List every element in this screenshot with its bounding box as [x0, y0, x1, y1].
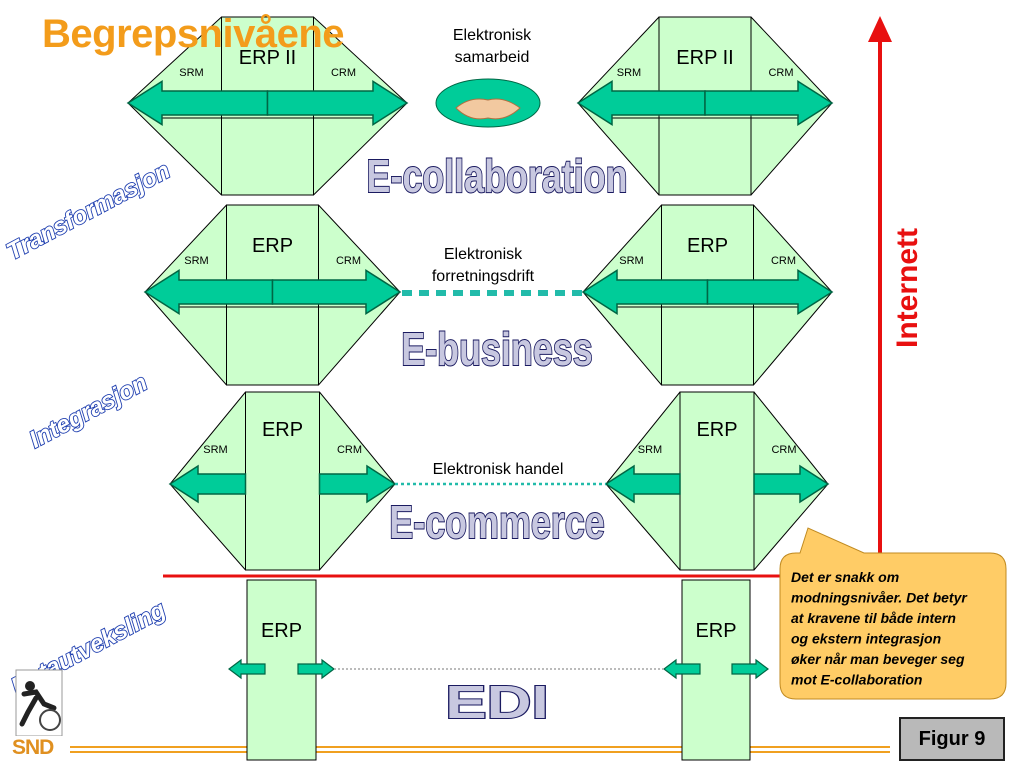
collaboration-link-label-1: samarbeid: [455, 49, 530, 66]
commerce-link-label-0: Elektronisk handel: [433, 461, 564, 478]
business-core-label: ERP: [252, 235, 293, 257]
edi-arrow-right: [297, 658, 335, 680]
edi-core-label: ERP: [261, 620, 302, 642]
callout: Det er snakk om modningsnivåer. Det betyr…: [779, 527, 1007, 700]
callout-line-0: Det er snakk om: [791, 569, 899, 585]
collaboration-arrow-right: [704, 80, 834, 126]
collaboration-left-module-label: SRM: [179, 67, 203, 79]
callout-line-4: øker når man beveger seg: [791, 651, 965, 667]
edi-core-label: ERP: [695, 620, 736, 642]
collaboration-arrow-right: [266, 80, 409, 126]
business-link: Elektronisk forretningsdrift: [402, 246, 582, 296]
commerce-core-box: [679, 391, 755, 571]
collaboration-link: Elektronisk samarbeid: [435, 27, 541, 128]
business-link-label-0: Elektronisk: [444, 246, 523, 263]
business-side-label-text: Transformasjon: [2, 157, 174, 266]
business-left-module-label: SRM: [619, 255, 643, 267]
collaboration-block-left: ERP II SRM CRM: [126, 16, 409, 196]
commerce-core-label: ERP: [262, 419, 303, 441]
collaboration-right-module-label: CRM: [768, 67, 793, 79]
business-right-module-label: CRM: [771, 255, 796, 267]
collaboration-core-label: ERP II: [676, 47, 733, 69]
internet-axis-label: Internett: [891, 228, 924, 348]
business-arrow-right: [271, 269, 402, 315]
callout-bubble: [779, 527, 1007, 700]
commerce-big-label: E-commerce: [388, 496, 605, 549]
callout-line-1: modningsnivåer. Det betyr: [791, 590, 968, 606]
commerce-block-left: ERP SRM CRM: [168, 391, 397, 571]
commerce-side-label-text: Integrasjon: [25, 369, 152, 454]
commerce-arrow-right: [753, 464, 830, 504]
collaboration-big-label-text: E-collaboration: [366, 151, 627, 202]
commerce-core-label: ERP: [696, 419, 737, 441]
collaboration-link-label-0: Elektronisk: [453, 27, 532, 44]
collaboration-core-label: ERP II: [239, 47, 296, 69]
logo-text: SND: [12, 736, 54, 759]
edi-arrow-left: [663, 658, 701, 680]
commerce-right-module-label: CRM: [337, 444, 362, 456]
handshake-icon: [455, 98, 521, 120]
business-arrow-left: [143, 269, 274, 315]
commerce-arrow-right: [318, 464, 397, 504]
commerce-left-module-label: SRM: [638, 444, 662, 456]
collaboration-big-label: E-collaboration: [366, 150, 629, 203]
snd-logo-icon: [15, 669, 63, 736]
commerce-big-label-text: E-commerce: [389, 497, 604, 548]
edi-arrow-right: [731, 658, 769, 680]
business-big-label: E-business: [400, 323, 593, 376]
collaboration-block-right: ERP II SRM CRM: [576, 16, 834, 196]
business-big-label-text: E-business: [401, 324, 592, 375]
collaboration-right-module-label: CRM: [331, 67, 356, 79]
commerce-side-label: Integrasjon: [24, 368, 153, 454]
callout-line-3: og ekstern integrasjon: [791, 631, 941, 647]
commerce-link: Elektronisk handel: [395, 461, 606, 486]
collaboration-arrow-left: [576, 80, 706, 126]
figure-label: Figur 9: [899, 717, 1005, 761]
commerce-core-box: [245, 391, 320, 571]
edi-arrow-left: [228, 658, 266, 680]
commerce-left-module-label: SRM: [203, 444, 227, 456]
commerce-right-module-label: CRM: [771, 444, 796, 456]
internet-axis-label-text: Internett: [891, 228, 924, 348]
business-block-right: ERP SRM CRM: [581, 204, 834, 386]
business-block-left: ERP SRM CRM: [143, 204, 402, 386]
business-core-label: ERP: [687, 235, 728, 257]
edi-big-label-text: EDI: [445, 677, 548, 728]
business-link-label-1: forretningsdrift: [432, 268, 535, 285]
business-left-module-label: SRM: [184, 255, 208, 267]
edi-block-right: ERP: [663, 579, 769, 761]
business-arrow-right: [706, 269, 834, 315]
callout-line-2: at kravene til både intern: [791, 610, 956, 626]
business-side-label: Transformasjon: [1, 156, 175, 267]
page-title: Begrepsnivåene: [42, 12, 345, 56]
collaboration-left-module-label: SRM: [617, 67, 641, 79]
commerce-block-right: ERP SRM CRM: [604, 391, 830, 571]
edi-block-left: ERP: [228, 579, 335, 761]
edi-big-label: EDI: [444, 676, 550, 730]
commerce-arrow-left: [168, 464, 247, 504]
internet-axis-arrowhead: [868, 16, 892, 42]
collaboration-arrow-left: [126, 80, 269, 126]
commerce-arrow-left: [604, 464, 681, 504]
business-right-module-label: CRM: [336, 255, 361, 267]
callout-line-5: mot E-collaboration: [791, 672, 922, 688]
business-arrow-left: [581, 269, 709, 315]
